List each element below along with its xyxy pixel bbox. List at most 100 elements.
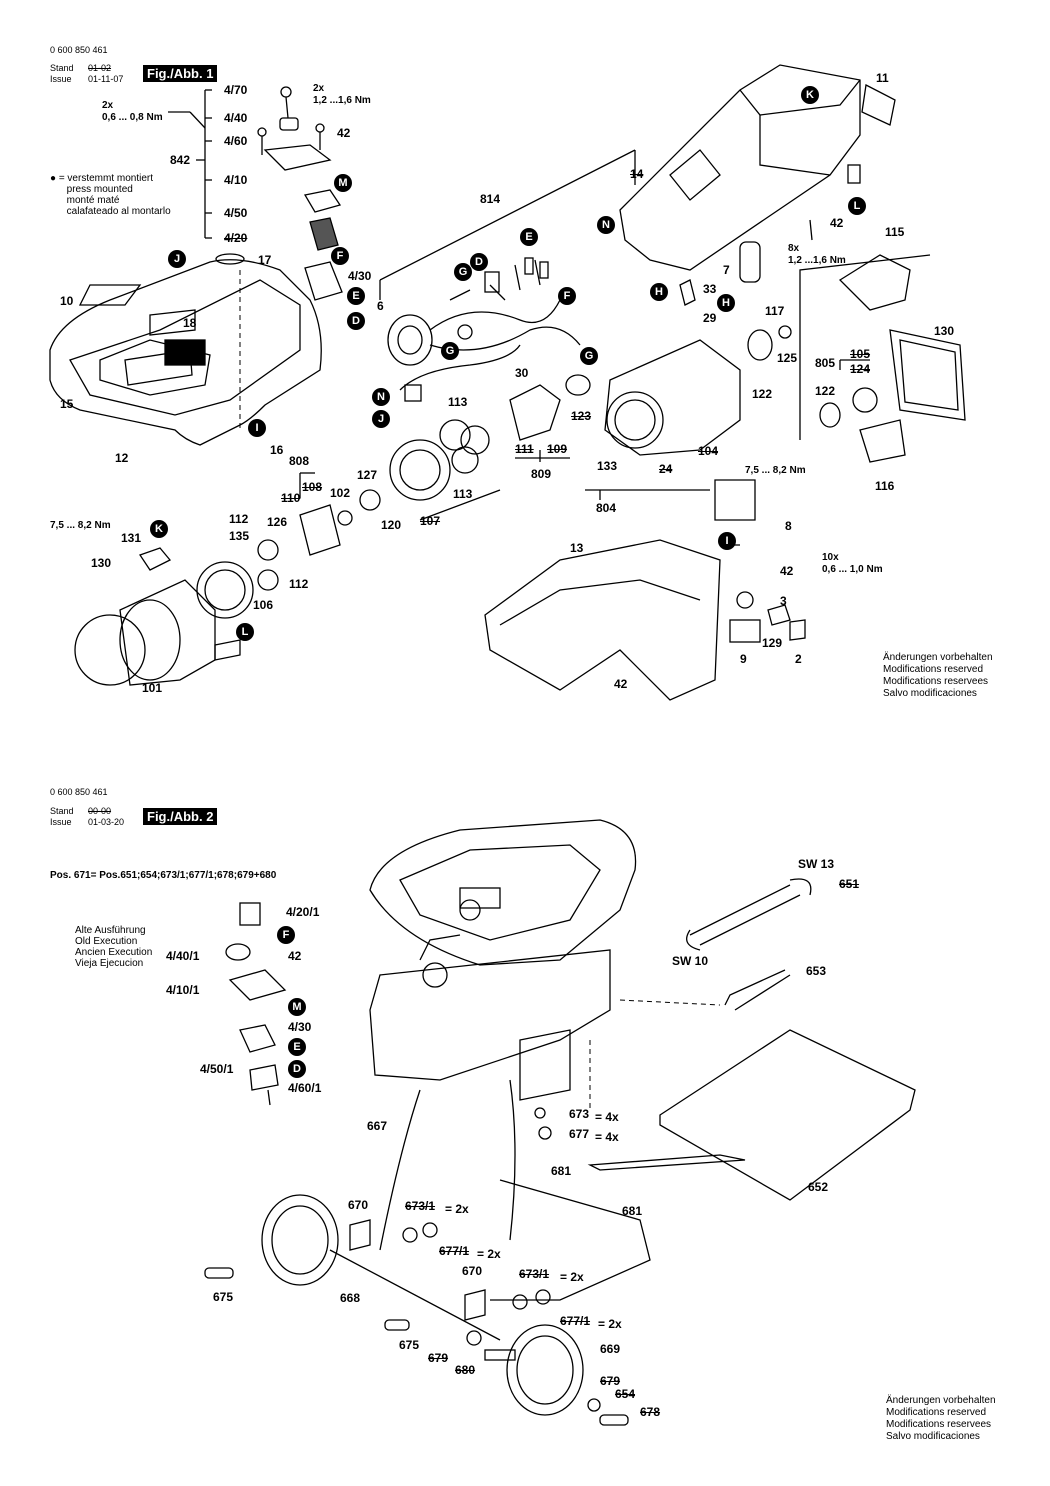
- part-label: 679: [600, 1374, 621, 1388]
- part-label: 3: [780, 594, 787, 608]
- callout-badge: G: [580, 347, 598, 365]
- motor-housing-drawing: [619, 64, 896, 271]
- part-label: 4/50: [224, 206, 248, 220]
- callout-badge: N: [372, 388, 390, 406]
- part-label: 130: [91, 556, 112, 570]
- part-label: 681: [551, 1164, 572, 1178]
- part-label: 675: [213, 1290, 234, 1304]
- pos-note: Pos. 671= Pos.651;654;673/1;677/1;678;67…: [50, 870, 277, 881]
- sheet1-changes-note: Änderungen vorbehalten Modifications res…: [883, 652, 993, 699]
- callout-badge: D: [347, 312, 365, 330]
- part-label: 17: [258, 253, 272, 267]
- part-label: 4/20/1: [286, 905, 320, 919]
- hopper-cart-drawing: [204, 819, 916, 1426]
- part-label: 4/10: [224, 173, 248, 187]
- part-label: 113: [448, 395, 468, 409]
- part-label: 115: [885, 225, 905, 239]
- callout-badge: K: [801, 86, 819, 104]
- part-label: 4/10/1: [166, 983, 200, 997]
- part-label: 653: [806, 964, 827, 978]
- torque-note-8x: 8x 1,2 ...1,6 Nm: [788, 243, 846, 266]
- part-label: 122: [752, 387, 773, 401]
- torque-note-left: 2x 0,6 ... 0,8 Nm: [102, 100, 163, 123]
- part-label: 808: [289, 454, 310, 468]
- part-label: 126: [267, 515, 288, 529]
- part-label: 122: [815, 384, 836, 398]
- part-label: 133: [597, 459, 618, 473]
- hopper-lid-drawing: [49, 259, 322, 446]
- callout-badge: I: [248, 419, 266, 437]
- part-label: 809: [531, 467, 552, 481]
- part-label: 120: [381, 518, 402, 532]
- callout-badge: F: [277, 926, 295, 944]
- part-label: 10: [60, 294, 74, 308]
- callout-badge: I: [718, 532, 736, 550]
- part-label: 129: [762, 636, 783, 650]
- part-label: 12: [115, 451, 129, 465]
- sheet2-issue-value: 01-03-20: [88, 817, 125, 827]
- part-label: 107: [420, 514, 441, 528]
- part-label: 679: [428, 1351, 449, 1365]
- part-label: = 2x: [598, 1317, 622, 1331]
- part-label: 678: [640, 1405, 661, 1419]
- part-label: 24: [659, 462, 673, 476]
- part-label: 113: [453, 487, 473, 501]
- part-label: 110: [281, 491, 301, 505]
- part-label: 651: [839, 877, 860, 891]
- part-label: 101: [142, 681, 163, 695]
- part-label: 670: [348, 1198, 369, 1212]
- callout-badge: N: [597, 216, 615, 234]
- part-label: 668: [340, 1291, 361, 1305]
- part-label: 102: [330, 486, 351, 500]
- part-label: 4/40: [224, 111, 248, 125]
- part-label: 667: [367, 1119, 388, 1133]
- sheet2-part-number: 0 600 850 461: [50, 787, 108, 797]
- part-label: 4/60/1: [288, 1081, 322, 1095]
- part-label: SW 13: [798, 857, 835, 871]
- part-label: 42: [780, 564, 794, 578]
- sheet1-figure-label: Fig./Abb. 1: [143, 65, 218, 82]
- part-label: 814: [480, 192, 501, 206]
- part-label: 4/30: [288, 1020, 312, 1034]
- part-label: = 4x: [595, 1130, 619, 1144]
- gearbox-drawing: [389, 241, 792, 501]
- callout-badge: G: [454, 263, 472, 281]
- part-label: 4/70: [224, 83, 248, 97]
- motor-drawing: [74, 489, 381, 686]
- part-label: 842: [170, 153, 191, 167]
- callout-badge: D: [470, 253, 488, 271]
- sheet2-changes-note: Änderungen vorbehalten Modifications res…: [886, 1395, 996, 1442]
- part-label: 677/1: [560, 1314, 591, 1328]
- part-label: SW 10: [672, 954, 709, 968]
- part-label: 4/30: [348, 269, 372, 283]
- sheet2-figure-label: Fig./Abb. 2: [143, 808, 218, 825]
- part-label: 30: [515, 366, 529, 380]
- part-label: 123: [571, 409, 592, 423]
- part-label: 681: [622, 1204, 643, 1218]
- callout-badge: L: [236, 623, 254, 641]
- part-label: 673/1: [405, 1199, 436, 1213]
- callout-badge: D: [288, 1060, 306, 1078]
- part-label: 104: [698, 444, 719, 458]
- part-label: 673: [569, 1107, 590, 1121]
- sheet1-stand-value: 01-02: [88, 63, 112, 73]
- sheet1-issue-value: 01-11-07: [88, 74, 124, 84]
- part-label: 7: [723, 263, 730, 277]
- part-label: 112: [229, 512, 249, 526]
- part-label: 2: [795, 652, 802, 666]
- part-label: 805: [815, 356, 836, 370]
- part-label: 135: [229, 529, 250, 543]
- part-label: 677/1: [439, 1244, 470, 1258]
- part-label: 675: [399, 1338, 420, 1352]
- callout-badge: J: [372, 410, 390, 428]
- part-label: 105: [850, 347, 871, 361]
- callout-badge: F: [558, 287, 576, 305]
- sheet1-issue-label: Issue: [50, 74, 72, 84]
- part-label: 108: [302, 480, 323, 494]
- part-label: 117: [765, 304, 785, 318]
- part-label: 15: [60, 397, 74, 411]
- part-label: 42: [288, 949, 302, 963]
- part-label: 669: [600, 1342, 621, 1356]
- part-label: 654: [615, 1387, 636, 1401]
